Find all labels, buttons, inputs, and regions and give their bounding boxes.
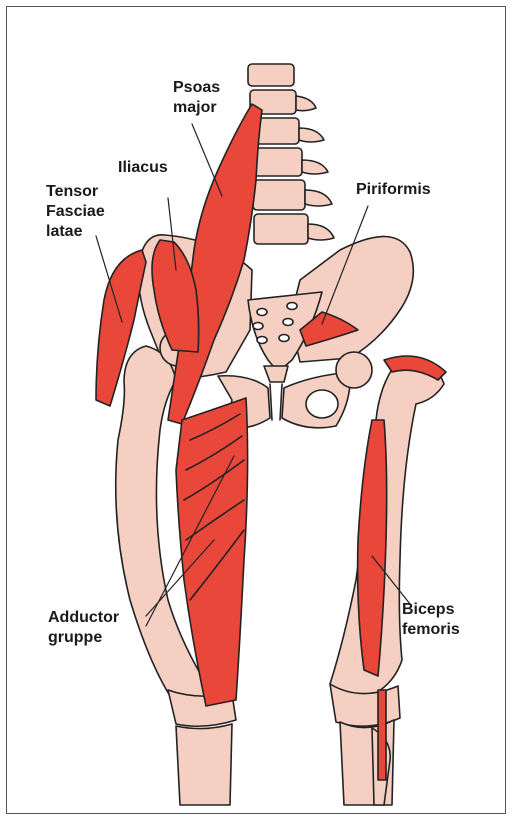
- lumbar-spine: [248, 64, 334, 244]
- label-iliacus: Iliacus: [118, 158, 168, 178]
- label-biceps-femoris: Biceps femoris: [402, 600, 460, 640]
- biceps-tendon: [378, 690, 386, 780]
- vertebra-1: [248, 64, 294, 86]
- tibia-left: [176, 724, 232, 805]
- label-piriformis: Piriformis: [356, 180, 431, 200]
- vertebra-6: [254, 214, 308, 244]
- femoral-head-right: [336, 352, 372, 388]
- transverse-process: [308, 224, 334, 240]
- pubic-symphysis: [270, 384, 282, 420]
- transverse-process: [299, 128, 324, 142]
- label-adductor-group: Adductor gruppe: [48, 608, 119, 648]
- transverse-process: [305, 190, 332, 206]
- transverse-process: [302, 160, 328, 174]
- psoas-leader: [192, 124, 222, 196]
- coccyx: [264, 366, 288, 382]
- label-psoas-major: Psoas major: [173, 78, 220, 118]
- label-tensor-fasciae-latae: Tensor Fasciae latae: [46, 182, 105, 242]
- femurs: [116, 330, 444, 805]
- vertebra-5: [253, 180, 305, 210]
- obturator-foramen: [306, 390, 338, 418]
- transverse-process: [296, 96, 316, 111]
- vertebra-4: [252, 148, 302, 176]
